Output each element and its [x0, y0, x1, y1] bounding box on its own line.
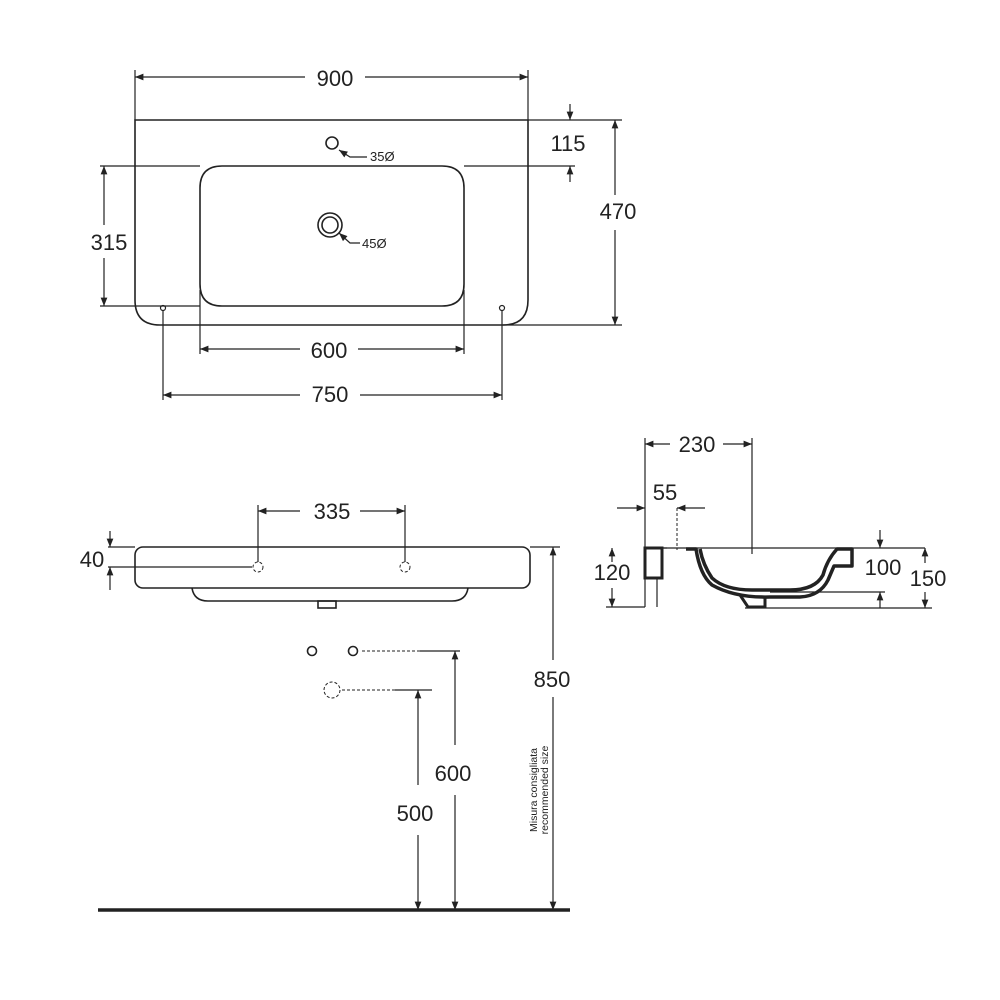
dim-tap-offset-55: 55	[653, 480, 677, 505]
fixing-hole-hidden-right	[399, 561, 411, 573]
drain-hole-label: 45Ø	[362, 236, 387, 251]
tap-hole-leader	[338, 149, 367, 158]
supply-valve-icon-right	[347, 645, 359, 657]
dim-waste-height-500: 500	[397, 801, 434, 826]
fixing-hole-hidden-left	[252, 561, 264, 573]
tap-hole-icon	[325, 136, 339, 150]
dim-drain-offset-230: 230	[679, 432, 716, 457]
dim-basin-depth-315: 315	[91, 230, 128, 255]
note-english: recommended size	[539, 745, 551, 834]
dim-rim-height-120: 120	[594, 560, 631, 585]
waste-outlet-icon	[323, 681, 341, 699]
basin-outline	[199, 165, 465, 307]
supply-valve-icon-left	[306, 645, 318, 657]
dim-bowl-depth-100: 100	[865, 555, 902, 580]
dim-depth-470: 470	[600, 199, 637, 224]
bowl-section	[686, 547, 854, 599]
tap-hole-label: 35Ø	[370, 149, 395, 164]
dim-supply-height-600: 600	[435, 761, 472, 786]
dim-fixing-height-40: 40	[80, 547, 104, 572]
fixing-hole-right	[498, 304, 506, 312]
drain-hole-leader	[338, 232, 360, 244]
dim-recommended-height-850: 850	[534, 667, 571, 692]
dim-width-900: 900	[317, 66, 354, 91]
dim-tap-offset-115: 115	[550, 131, 585, 156]
top-view: 35Ø 45Ø 900 115 470 315 600 750	[91, 66, 637, 407]
dim-total-height-150: 150	[910, 566, 947, 591]
drain-hole-icon	[317, 212, 343, 238]
sink-outline-top	[134, 119, 529, 326]
dim-basin-width-600: 600	[311, 338, 348, 363]
front-view: 335 40 600 500 850 Misura consigliata re…	[80, 499, 571, 912]
note-italian: Misura consigliata	[528, 748, 540, 832]
drain-inner-ring	[321, 216, 339, 234]
side-wall-section	[643, 546, 664, 580]
side-view: 230 55 120 100 150	[594, 432, 947, 609]
drain-outlet	[317, 600, 337, 609]
dim-fixing-holes-335: 335	[314, 499, 351, 524]
bowl-underside	[191, 587, 469, 602]
dim-fixing-750: 750	[312, 382, 349, 407]
